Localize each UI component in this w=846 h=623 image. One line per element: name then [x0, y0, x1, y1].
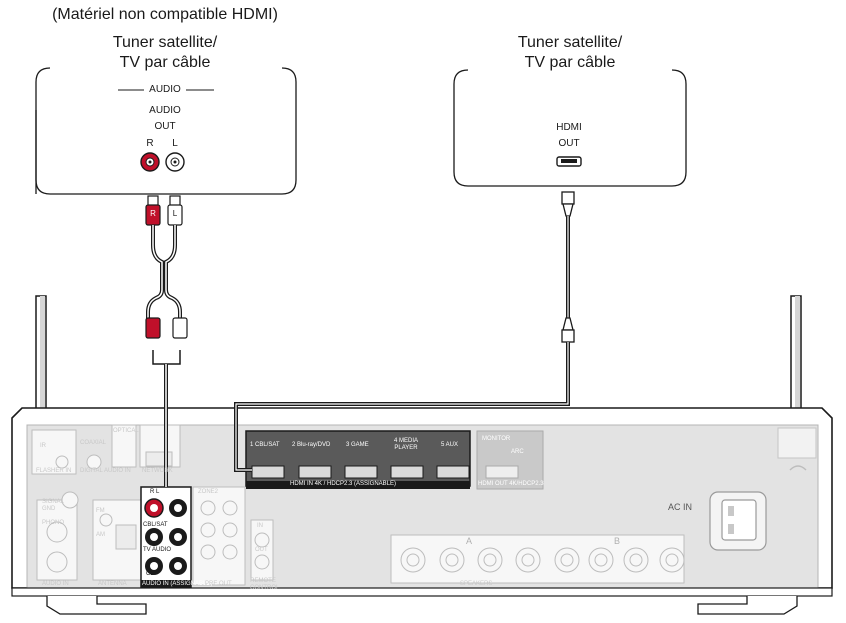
plug-l-label: L: [172, 209, 178, 218]
speaker-b-label: B: [614, 536, 621, 546]
hdmi-in-1-label: 1 CBL/SAT: [250, 442, 280, 448]
ac-in-label: AC IN: [668, 502, 693, 512]
left-device-title-1: Tuner satellite/: [112, 34, 218, 51]
pre-out-label: PRE OUT: [205, 581, 232, 587]
hdmi-out-label-1: HDMI: [556, 122, 582, 133]
left-connectors: [31, 424, 274, 586]
right-device-title-2: TV par câble: [524, 54, 616, 71]
phono-label: PHONO: [42, 520, 65, 526]
hdmi-out-label-2: OUT: [558, 138, 580, 149]
hdmi-in-panel-label: HDMI IN 4K / HDCP2.3 (ASSIGNABLE): [290, 481, 397, 487]
hdmi-in-4-label: 4 MEDIA PLAYER: [393, 438, 418, 451]
audio-out-label-1: AUDIO: [149, 105, 181, 116]
hdmi-input-panel: [245, 430, 544, 490]
am-label: AM: [96, 532, 105, 538]
jack-rl-label: R L: [150, 489, 160, 495]
antenna-label: ANTENNA: [98, 581, 127, 587]
jack-tv-audio-label: TV AUDIO: [143, 547, 172, 553]
hdmi-in-2-label: 2 Blu-ray/DVD: [292, 442, 331, 448]
plug-r-label: R: [150, 209, 156, 218]
audio-in-assignable-label: AUDIO IN (ASSIGNABLE): [142, 581, 213, 587]
audio-group-label: AUDIO: [149, 84, 181, 95]
left-device-title-2: TV par câble: [119, 54, 211, 71]
audio-in-label: AUDIO IN: [42, 581, 69, 587]
hdmi-in-5-label: 5 AUX: [441, 442, 459, 448]
fm-label: FM: [96, 508, 105, 514]
zone2-label: ZONE2: [198, 489, 219, 495]
speaker-a-label: A: [466, 536, 473, 546]
optical-label: OPTICAL: [113, 428, 139, 434]
hdmi-out-panel-label: HDMI OUT 4K/HDCP2.3: [478, 481, 544, 487]
right-device-title-1: Tuner satellite/: [517, 34, 623, 51]
in-label: IN: [257, 523, 263, 529]
network-label: NETWORK: [142, 468, 173, 474]
digital-audio-in-label: DIGITAL AUDIO IN: [80, 468, 131, 474]
ir-label: IR: [40, 443, 46, 449]
coaxial-label: COAXIAL: [80, 440, 107, 446]
hdmi-in-3-label: 3 GAME: [346, 442, 369, 448]
arc-label: ARC: [511, 449, 524, 455]
jack-l-label: L: [172, 138, 178, 149]
speakers-label: SPEAKERS: [460, 581, 493, 587]
ac-in-socket: [709, 491, 767, 551]
jack-cbl-sat-label: CBL/SAT: [143, 522, 168, 528]
flasher-in-label: FLASHER IN: [36, 468, 72, 474]
audio-in-assignable-panel: [140, 486, 192, 588]
rca-cable: [145, 195, 188, 487]
speaker-terminals: [390, 534, 685, 584]
wireless-antenna-base: [777, 427, 817, 471]
signal-gnd-label: SIGNAL GND: [42, 499, 64, 512]
remote-control-label: REMOTE CONTROL: [250, 578, 280, 591]
monitor-label: MONITOR: [482, 436, 511, 442]
hdmi-cable: [234, 191, 575, 472]
out-label: OUT: [255, 547, 268, 553]
jack-cd-label: CD: [146, 571, 155, 577]
audio-out-label-2: OUT: [154, 121, 176, 132]
left-source-device: [35, 67, 297, 195]
right-source-device: [453, 69, 687, 187]
non-hdmi-note: (Matériel non compatible HDMI): [52, 6, 278, 23]
jack-r-label: R: [146, 138, 154, 149]
